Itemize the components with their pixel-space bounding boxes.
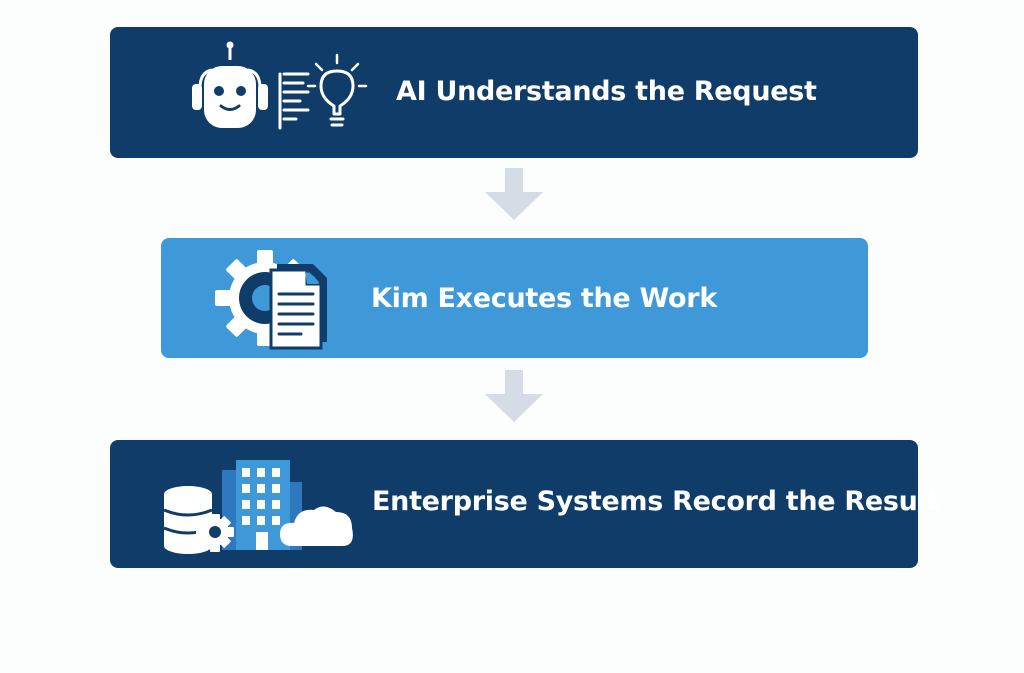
cloud-icon — [280, 506, 353, 546]
text-lines-icon — [278, 72, 310, 130]
step-3-icons — [163, 454, 364, 554]
step-3-label: Enterprise Systems Record the Result — [372, 486, 940, 517]
robot-icon — [192, 41, 268, 128]
step-2-icons — [215, 244, 335, 352]
lightbulb-icon — [306, 53, 368, 127]
step-1-label: AI Understands the Request — [396, 76, 817, 107]
gear-icon — [196, 514, 234, 552]
down-arrow-icon — [483, 168, 545, 226]
down-arrow-icon — [483, 370, 545, 428]
step-ai-understands: AI Understands the Request — [110, 27, 918, 158]
step-1-icons — [178, 40, 388, 144]
step-enterprise-records: Enterprise Systems Record the Result — [110, 440, 939, 568]
step-2-label: Kim Executes the Work — [371, 283, 717, 314]
step-kim-executes: Kim Executes the Work — [161, 238, 868, 358]
document-icon — [269, 264, 327, 350]
